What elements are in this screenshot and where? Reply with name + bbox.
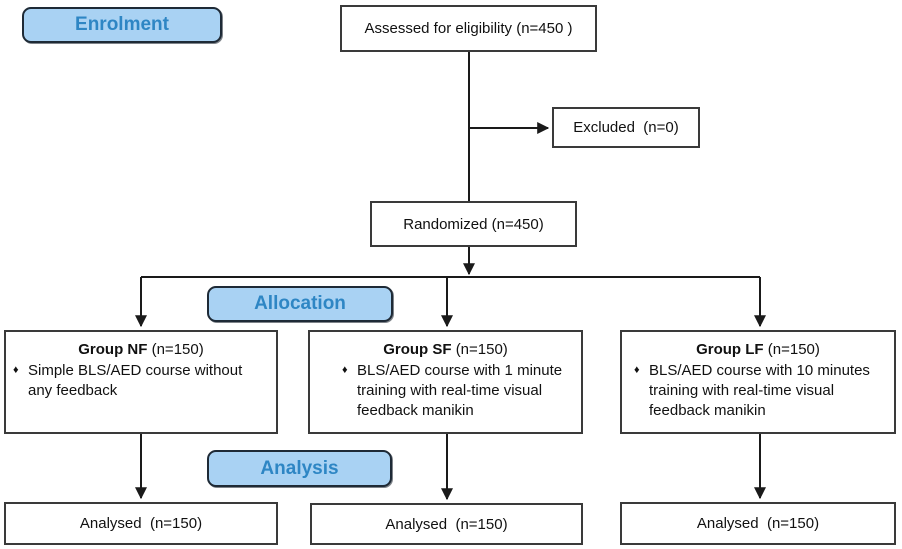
group-sf-n: (n=150) — [455, 341, 508, 358]
stage-label-enrolment: Enrolment — [22, 7, 222, 43]
analysed-lf-box: Analysed (n=150) — [620, 502, 896, 545]
group-sf-title: Group SF (n=150) — [310, 341, 581, 358]
analysed-nf-box: Analysed (n=150) — [4, 502, 278, 545]
excluded-box: Excluded (n=0) — [552, 107, 700, 148]
group-lf-title: Group LF (n=150) — [622, 341, 894, 358]
analysed-sf-box: Analysed (n=150) — [310, 503, 583, 545]
group-nf-title: Group NF (n=150) — [6, 341, 276, 358]
group-nf-box: Group NF (n=150) ♦ Simple BLS/AED course… — [4, 330, 278, 434]
bullet-diamond-icon: ♦ — [342, 364, 348, 376]
stage-label-allocation: Allocation — [207, 286, 393, 322]
group-lf-n: (n=150) — [767, 341, 820, 358]
group-sf-description: ♦ BLS/AED course with 1 minute training … — [310, 358, 581, 421]
group-sf-description-text: BLS/AED course with 1 minute training wi… — [357, 362, 563, 419]
group-lf-description: ♦ BLS/AED course with 10 minutes trainin… — [622, 358, 894, 421]
group-nf-description-text: Simple BLS/AED course without any feedba… — [28, 362, 243, 399]
group-lf-description-text: BLS/AED course with 10 minutes training … — [649, 362, 870, 419]
stage-label-analysis: Analysis — [207, 450, 392, 487]
group-nf-description: ♦ Simple BLS/AED course without any feed… — [6, 358, 276, 401]
group-nf-n: (n=150) — [151, 341, 204, 358]
group-lf-box: Group LF (n=150) ♦ BLS/AED course with 1… — [620, 330, 896, 434]
bullet-diamond-icon: ♦ — [13, 364, 19, 376]
assessed-eligibility-box: Assessed for eligibility (n=450 ) — [340, 5, 597, 52]
group-lf-name: Group LF — [696, 341, 764, 358]
bullet-diamond-icon: ♦ — [634, 364, 640, 376]
group-sf-box: Group SF (n=150) ♦ BLS/AED course with 1… — [308, 330, 583, 434]
group-sf-name: Group SF — [383, 341, 452, 358]
randomized-box: Randomized (n=450) — [370, 201, 577, 247]
group-nf-name: Group NF — [78, 341, 148, 358]
